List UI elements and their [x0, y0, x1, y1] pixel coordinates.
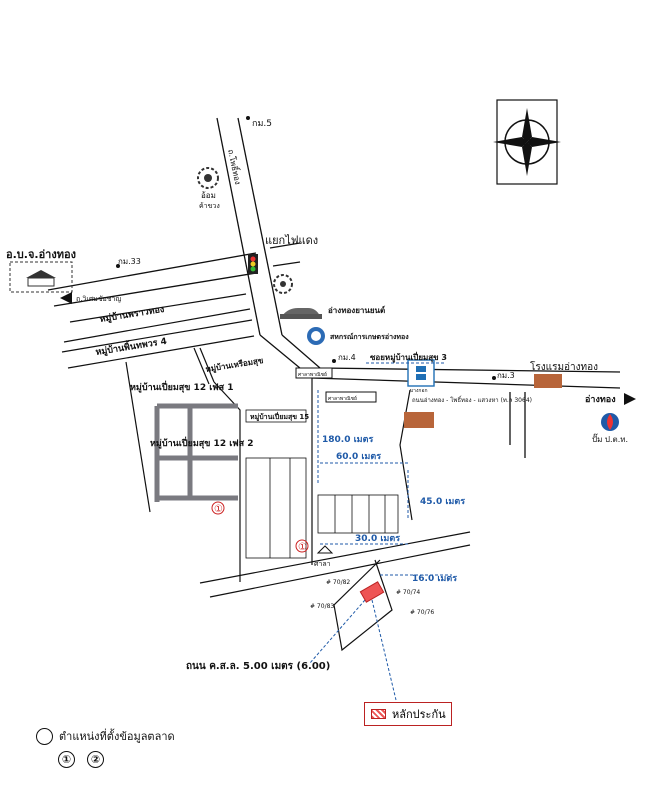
- legend-number-1: ①: [58, 751, 75, 768]
- legend-text: ตำแหน่งที่ตั้งข้อมูลตลาด: [59, 730, 175, 743]
- plot-74-label: # 70/74: [396, 589, 420, 596]
- monument-sub-label: ค้าขวง: [199, 202, 220, 210]
- ptt-label: ปั๊ม ป.ต.ท.: [592, 433, 628, 444]
- ptt-icon: [601, 413, 619, 431]
- angthong-arrow-label: อ่างทอง: [585, 394, 616, 405]
- compass-rose-icon: N: [493, 99, 561, 185]
- distance-30: 30.0 เมตร: [355, 534, 400, 544]
- village-15-lots: [245, 409, 399, 559]
- car-dealer-label: อ่างทองยานยนต์: [328, 305, 385, 315]
- legend-number-2: ②: [87, 751, 104, 768]
- district-office-icon: [9, 261, 73, 293]
- marker1-label: ①: [214, 504, 223, 515]
- legend: ตำแหน่งที่ตั้งข้อมูลตลาด ① ②: [36, 727, 175, 768]
- distance-lines: [309, 362, 452, 701]
- road-north: [216, 117, 283, 336]
- monument-icon: [197, 167, 219, 189]
- km33-label: กม.33: [118, 257, 141, 266]
- plot-76-label: # 70/76: [410, 609, 434, 616]
- bank-logo-icon: [407, 359, 435, 387]
- compass-north-label: N: [523, 138, 531, 149]
- guarantee-swatch: [371, 709, 386, 719]
- coop-label: สหกรณ์การเกษตรอ่างทอง: [330, 332, 409, 341]
- village-chueamsuk3-label: ซอยหมู่บ้านเปี่ยมสุข 3: [370, 351, 447, 363]
- sala-block-2: [325, 391, 377, 403]
- bank-label: บางกอก: [410, 388, 427, 394]
- village-pt12-1-label: หมู่บ้านเปี่ยมสุข 12 เฟส 1: [130, 380, 234, 393]
- village-pearsuk-label: หมู่บ้านเหรือมสุข: [205, 355, 264, 375]
- sala2-label: ศาลาพาณิชย์: [328, 395, 357, 402]
- distance-16: 16.0 เมตร: [412, 574, 457, 584]
- coop-logo-icon: [307, 327, 325, 345]
- km5-label: กม.5: [252, 119, 272, 129]
- shrine-label: ศาลา: [314, 560, 331, 568]
- distance-60: 60.0 เมตร: [336, 452, 381, 462]
- hotel-icon: [404, 374, 562, 428]
- distance-45: 45.0 เมตร: [420, 497, 465, 507]
- traffic-light-icon: [248, 254, 258, 274]
- sala-block: [295, 367, 333, 379]
- shrine-icon: [316, 545, 334, 554]
- km3-label: กม.3: [497, 371, 515, 380]
- plot-82-label: # 70/82: [326, 579, 350, 586]
- soi-road-label: ถนน ค.ส.ล. 5.00 เมตร (6.00): [186, 661, 330, 672]
- east-arrow-icon: [624, 393, 636, 405]
- guarantee-plot: [359, 581, 385, 603]
- car-icon: [280, 308, 322, 319]
- road-lower: [199, 378, 471, 652]
- marker2-label: ①: [298, 542, 307, 553]
- village-pt12-2-label: หมู่บ้านเปี่ยมสุข 12 เฟส 2: [150, 436, 254, 449]
- distance-180: 180.0 เมตร: [322, 435, 373, 445]
- road-wiset: [47, 242, 301, 307]
- guarantee-label: หลักประกัน: [392, 708, 446, 721]
- monument-label: อ้อม: [201, 191, 216, 200]
- traffic-light-label: แยกไฟแดง: [265, 234, 318, 247]
- village-pt15-label: หมู่บ้านเปี่ยมสุข 15: [250, 411, 309, 422]
- west-arrow-icon: [60, 292, 72, 304]
- village-phet-label: หมู่บ้านพิ้นทพวร 4: [94, 334, 167, 358]
- market-marker-1: [211, 501, 225, 515]
- highway-label: ถนนอ่างทอง - โพธิ์ทอง - แสวงหา (ท.ล 3064…: [412, 395, 532, 404]
- sala1-label: ศาลาพาณิชย์: [298, 371, 327, 378]
- guarantee-legend: หลักประกัน: [364, 702, 452, 726]
- wiset-road-label: ถ.วิเศษชัยชาญ: [76, 295, 121, 303]
- village-phrai-label: หมู่บ้านพราวทอง: [99, 304, 165, 325]
- district-office-label: อ.บ.จ.อ่างทอง: [6, 248, 76, 261]
- plot-83-label: # 70/83: [310, 603, 334, 610]
- hotel-label: โรงแรมอ่างทอง: [530, 360, 598, 373]
- km-posts: [116, 116, 496, 380]
- km4-label: กม.4: [338, 353, 356, 362]
- village-grid: [154, 403, 238, 502]
- roundabout-icon: [273, 274, 293, 294]
- legend-circle-icon: [36, 727, 53, 745]
- road-village: [61, 293, 255, 513]
- market-marker-2: [295, 539, 309, 553]
